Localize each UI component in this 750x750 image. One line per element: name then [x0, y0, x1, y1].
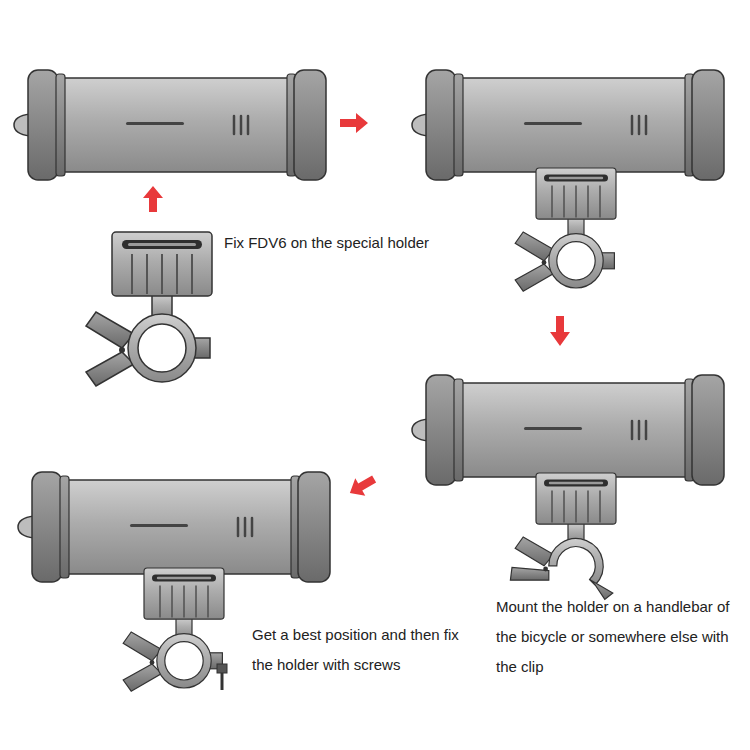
instruction-text: Fix FDV6 on the special holder	[224, 228, 524, 258]
instruction-text: Mount the holder on a handlebar of the b…	[496, 592, 744, 682]
instruction-text: Get a best position and then fix the hol…	[252, 620, 480, 680]
